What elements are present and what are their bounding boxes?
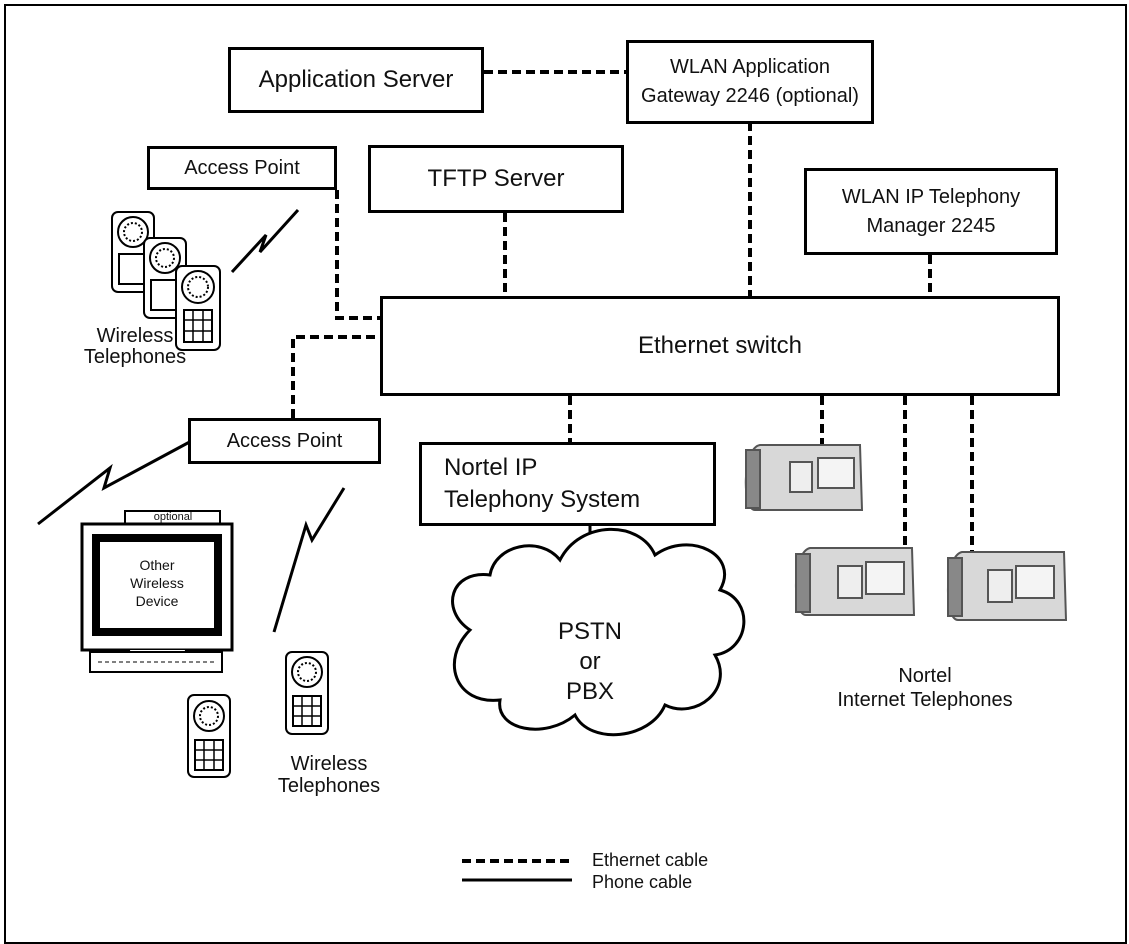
wireless-signal-top (230, 208, 300, 274)
access-point-bottom-box: Access Point (188, 418, 381, 464)
other-device-label: Other Wireless Device (130, 557, 184, 610)
application-server-label: Application Server (258, 66, 454, 93)
link-ap-top-switch (335, 190, 380, 320)
desk-phone-icon (744, 444, 864, 511)
wireless-phone-icon (187, 651, 329, 778)
nortel-system-box: Nortel IP Telephony System (419, 442, 716, 526)
wireless-signal-left (37, 436, 198, 526)
nortel-internet-telephones-label: Nortel Internet Telephones (837, 665, 1013, 711)
computer-icon (80, 510, 234, 673)
wireless-phone-icon (111, 211, 221, 351)
nortel-system-label: Nortel IP Telephony System (444, 453, 641, 513)
access-point-top-label: Access Point (184, 156, 300, 179)
legend-phone-label: Phone cable (592, 872, 693, 892)
legend-ethernet-label: Ethernet cable (592, 850, 709, 870)
optional-label: optional (153, 511, 193, 523)
tftp-server-label: TFTP Server (427, 165, 565, 192)
wireless-telephones-top-label: Wireless Telephones (83, 325, 187, 368)
desk-phone-icon (795, 547, 916, 616)
access-point-bottom-label: Access Point (226, 429, 343, 452)
application-server-box: Application Server (228, 47, 484, 113)
wlan-gateway-label: WLAN Application Gateway 2246 (optional) (641, 56, 859, 107)
wlan-manager-label: WLAN IP Telephony Manager 2245 (841, 185, 1021, 237)
desk-phone-icon (947, 551, 1068, 621)
link-ap-bottom-switch (291, 335, 380, 418)
wireless-signal-bottom (272, 487, 346, 633)
wlan-manager-box: WLAN IP Telephony Manager 2245 (804, 168, 1058, 255)
access-point-top-box: Access Point (147, 146, 337, 190)
wlan-gateway-box: WLAN Application Gateway 2246 (optional) (626, 40, 874, 124)
pstn-cloud (451, 527, 746, 737)
ethernet-switch-label: Ethernet switch (637, 332, 803, 359)
tftp-server-box: TFTP Server (368, 145, 624, 213)
ethernet-switch-box: Ethernet switch (380, 296, 1060, 396)
wireless-telephones-bottom-label: Wireless Telephones (277, 753, 381, 797)
pstn-label: PSTN or PBX (557, 618, 622, 705)
